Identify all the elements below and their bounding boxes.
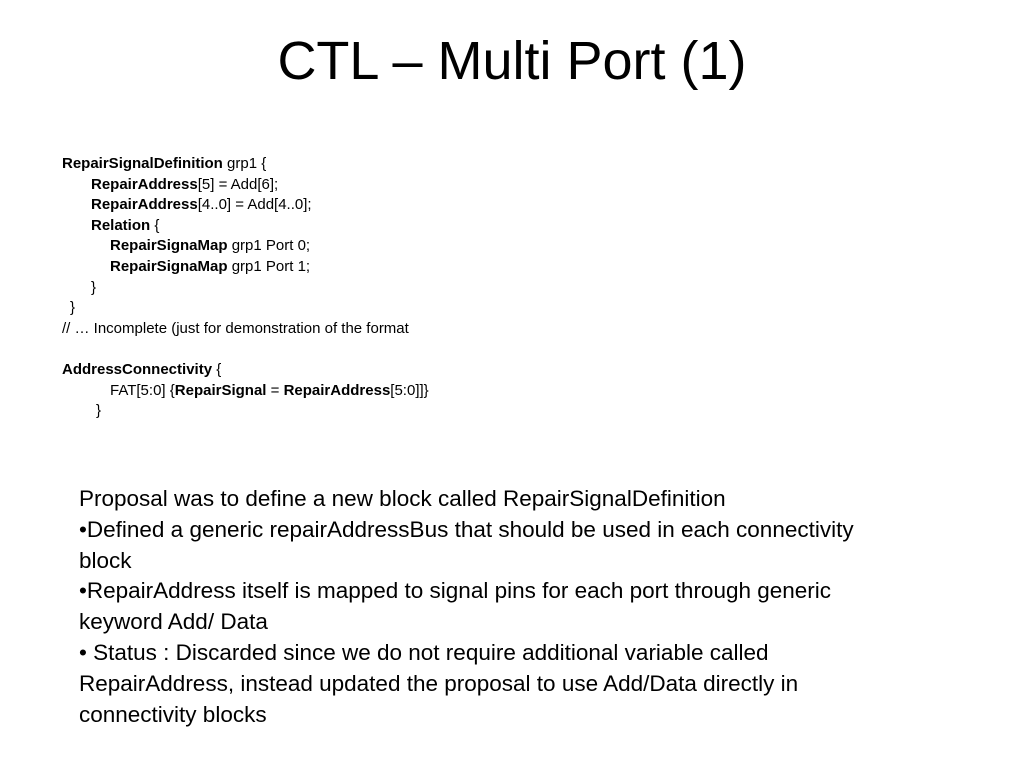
code-keyword: RepairSignalDefinition xyxy=(62,155,223,172)
code-keyword: RepairSignaMap xyxy=(110,237,228,255)
code-line: FAT[5:0] {RepairSignal = RepairAddress[5… xyxy=(62,381,429,402)
code-text: { xyxy=(150,216,160,234)
code-line: } xyxy=(62,401,429,422)
code-text: [4..0] = Add[4..0]; xyxy=(197,196,312,214)
note-bullet: •RepairAddress itself is mapped to signa… xyxy=(79,578,832,635)
code-block: RepairSignalDefinition grp1 { RepairAddr… xyxy=(62,154,429,422)
code-keyword: RepairAddress xyxy=(91,175,198,193)
code-keyword: RepairSignal xyxy=(174,381,267,399)
code-line: RepairSignaMap grp1 Port 1; xyxy=(62,257,429,278)
code-line: RepairSignaMap grp1 Port 0; xyxy=(62,236,429,257)
code-text: = xyxy=(266,381,284,399)
code-text: [5] = Add[6]; xyxy=(197,175,279,193)
code-line: } xyxy=(62,278,429,299)
code-text: } xyxy=(70,299,76,317)
code-text: grp1 Port 1; xyxy=(227,257,311,275)
code-keyword: RepairSignaMap xyxy=(110,257,228,275)
code-text: grp1 { xyxy=(222,155,267,172)
code-line: RepairAddress[4..0] = Add[4..0]; xyxy=(62,195,429,216)
notes-text: Proposal was to define a new block calle… xyxy=(79,484,879,730)
code-keyword: RepairAddress xyxy=(91,196,198,214)
note-bullet: •Defined a generic repairAddressBus that… xyxy=(79,516,854,573)
code-text: FAT[5:0] { xyxy=(110,381,175,399)
code-blank-line xyxy=(62,339,429,360)
note-bullet: • Status : Discarded since we do not req… xyxy=(79,639,799,727)
code-line: // … Incomplete (just for demonstration … xyxy=(62,319,429,340)
code-line: AddressConnectivity { xyxy=(62,360,429,381)
code-text: } xyxy=(91,278,97,296)
code-text: { xyxy=(212,360,222,378)
code-line: RepairAddress[5] = Add[6]; xyxy=(62,175,429,196)
slide-title: CTL – Multi Port (1) xyxy=(277,31,747,91)
code-comment: // … Incomplete (just for demonstration … xyxy=(62,319,409,337)
code-line: RepairSignalDefinition grp1 { xyxy=(62,154,429,175)
code-line: Relation { xyxy=(62,216,429,237)
code-text: grp1 Port 0; xyxy=(227,237,311,255)
code-keyword: Relation xyxy=(91,216,151,234)
code-keyword: RepairAddress xyxy=(283,381,391,399)
code-text: } xyxy=(96,402,102,420)
note-paragraph: Proposal was to define a new block calle… xyxy=(79,486,726,511)
code-keyword: AddressConnectivity xyxy=(62,360,213,378)
code-text: [5:0]]} xyxy=(390,381,429,399)
code-line: } xyxy=(62,298,429,319)
